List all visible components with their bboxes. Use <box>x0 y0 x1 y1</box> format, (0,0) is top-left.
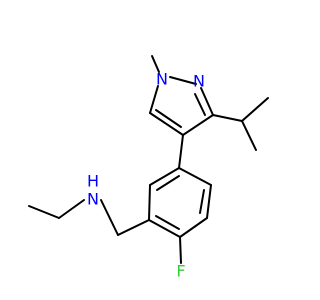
atom-n2-label: N <box>193 72 205 91</box>
atom-fluorine-label: F <box>176 262 185 281</box>
atom-n1-label: N <box>156 70 168 89</box>
bond-ring-fluorine <box>179 236 182 264</box>
bond-n2-c3-double <box>194 93 206 116</box>
atom-amine-h-label: H <box>87 172 99 191</box>
bond-ring-b-c <box>206 184 212 219</box>
bond-n2-c3 <box>200 87 214 116</box>
bond-n1-methyl <box>151 55 160 73</box>
bond-pyrazole-benzene <box>178 134 184 169</box>
bond-c5-n1 <box>149 85 159 114</box>
bond-ring-d-e <box>148 219 181 238</box>
bond-n1-n2 <box>169 76 197 85</box>
bond-isopropyl-me1 <box>241 97 269 122</box>
bond-ring-a-b <box>178 167 212 186</box>
bond-ring-e-f <box>148 184 151 221</box>
bond-c3-isopropyl <box>212 114 243 122</box>
bond-ch2-nh <box>100 199 119 236</box>
atom-amine-n-label: N <box>87 190 99 209</box>
molecule-diagram: N N H N F <box>28 55 269 281</box>
bond-c4-c5-double <box>155 109 182 128</box>
bond-isopropyl-me2 <box>241 120 257 151</box>
bond-ring-b-c-double <box>199 189 205 214</box>
bond-ring-ch2 <box>117 219 150 236</box>
atom-labels: N N H N F <box>87 70 205 281</box>
bond-ring-d-e-double <box>155 215 180 230</box>
bond-ethyl-ch3 <box>28 205 60 219</box>
structure-canvas: N N H N F <box>28 55 269 281</box>
bond-ring-c-d <box>179 217 208 238</box>
bond-c4-c5 <box>149 112 184 136</box>
bond-ring-f-a-double <box>156 175 180 191</box>
bonds <box>28 55 269 264</box>
bond-c3-c4 <box>182 114 214 136</box>
bond-ring-f-a <box>149 167 180 186</box>
bond-nh-ch2 <box>58 199 85 219</box>
